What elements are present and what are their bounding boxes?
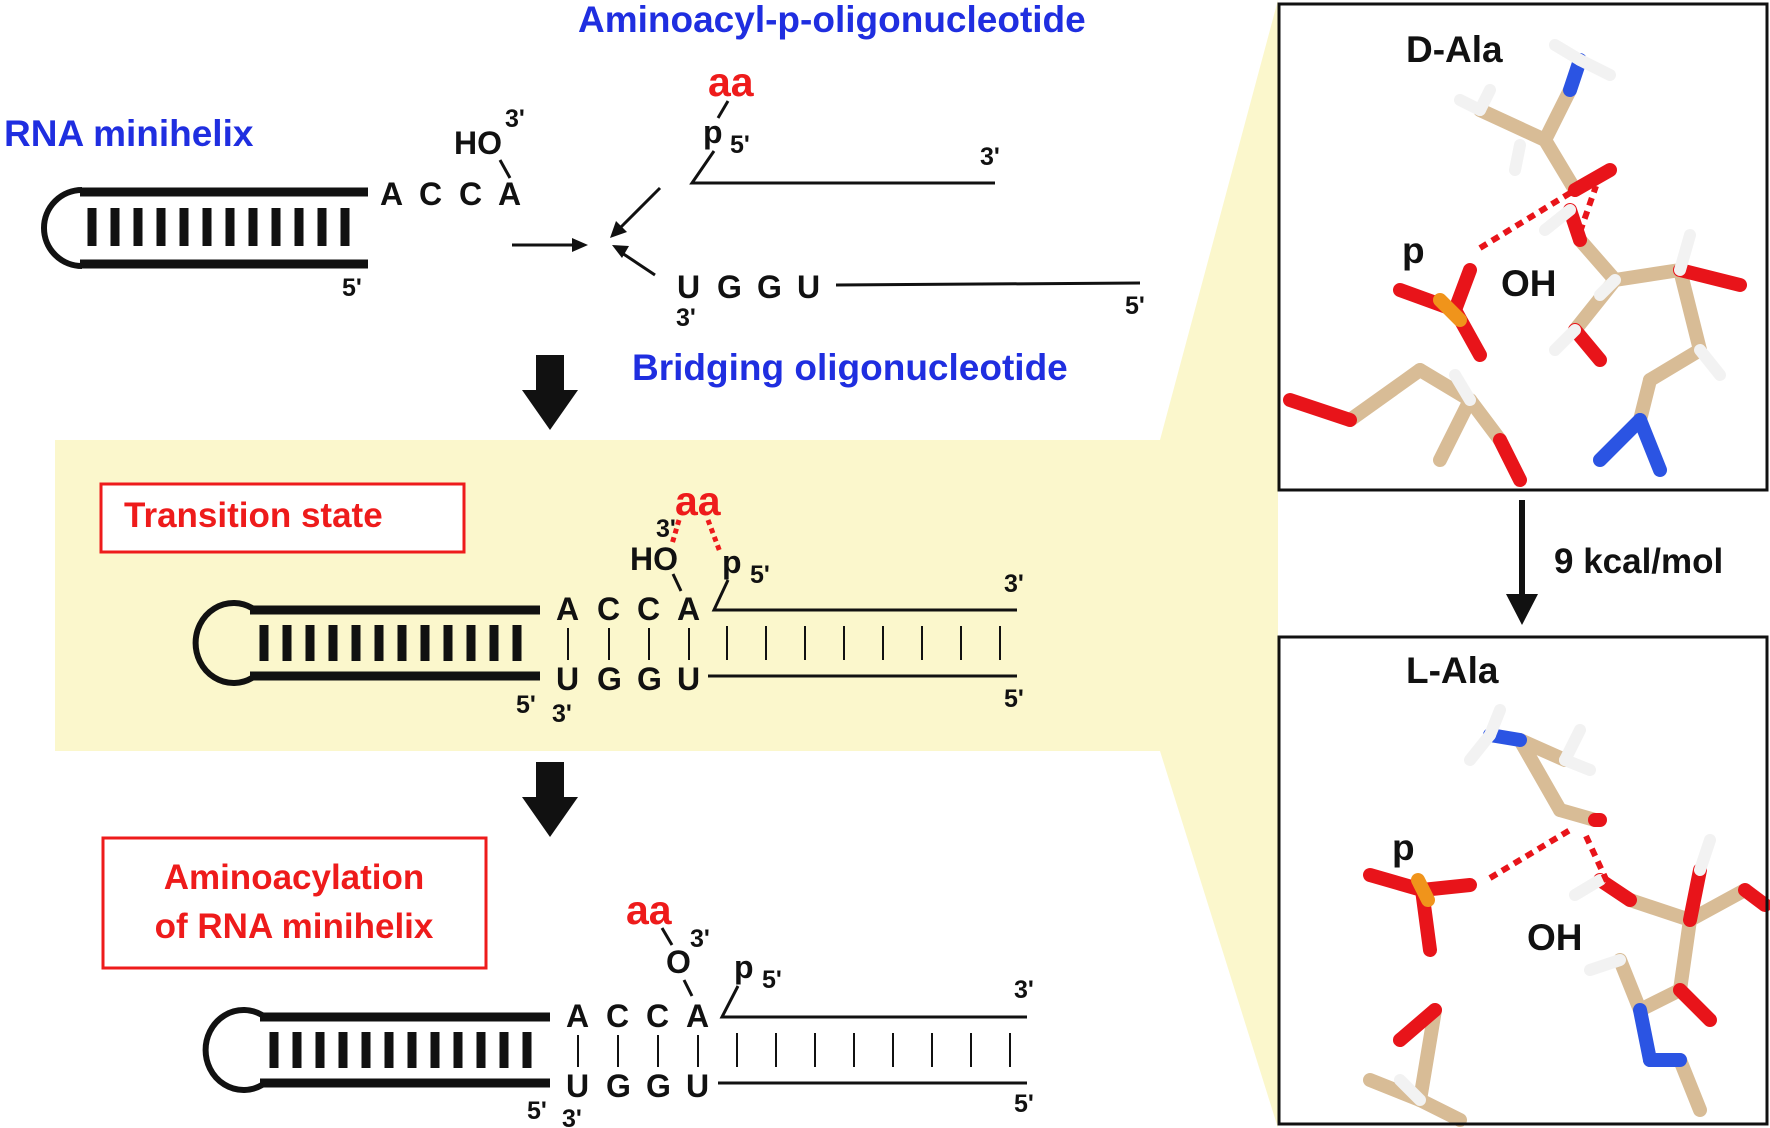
pr-aminoacyl-strand (719, 985, 1027, 1019)
label-energy: 9 kcal/mol (1554, 542, 1723, 581)
label-aminoacylation-2: of RNA minihelix (155, 907, 434, 946)
ts-prime-3-left: 3' (552, 700, 572, 728)
pr-strand-pairs (736, 1033, 1011, 1067)
label-rna-minihelix: RNA minihelix (4, 113, 254, 154)
l-ala-hbond-2 (1583, 834, 1613, 890)
ts-hairpin (192, 600, 540, 686)
pr-nuc-c2: C (646, 998, 669, 1034)
ts-prime-5-right: 5' (1004, 685, 1024, 713)
pr-prime-5-left: 5' (527, 1097, 547, 1125)
ts-nuc-c1: C (597, 591, 620, 627)
nuc-u1-top: U (677, 269, 700, 305)
pr-bond-o-a (682, 979, 694, 997)
product-section: Aminoacylation of RNA minihelix A C C A … (101, 836, 1034, 1128)
pr-nuc-c1: C (606, 998, 629, 1034)
transition-state-highlight (55, 0, 1278, 1128)
pr-prime-3-right: 3' (1014, 976, 1034, 1004)
label-aminoacyl-oligo: Aminoacyl-p-oligonucleotide (578, 0, 1086, 40)
l-ala-panel: L-Ala p OH (1277, 635, 1770, 1127)
ts-nuc-c2: C (637, 591, 660, 627)
p-top: p (703, 114, 723, 150)
nuc-g1-top: G (717, 269, 742, 305)
label-transition-state: Transition state (124, 496, 383, 535)
bond-aa-p-top (716, 100, 730, 119)
pr-nuc-u1: U (566, 1068, 589, 1104)
aminoacylation-box (101, 836, 488, 970)
pr-o: O (666, 944, 691, 980)
d-ala-p: p (1402, 230, 1425, 271)
prime-3-bridging: 3' (676, 304, 696, 332)
pr-prime-3-left: 3' (562, 1105, 582, 1128)
ts-nuc-g1: G (597, 661, 622, 697)
aa-top: aa (708, 59, 755, 105)
pr-nuc-u2: U (686, 1068, 709, 1104)
l-ala-oh: OH (1527, 917, 1583, 958)
pr-nuc-a2: A (686, 998, 709, 1034)
nuc-u2-top: U (797, 269, 820, 305)
product-hairpin (202, 1007, 550, 1093)
l-ala-p: p (1392, 827, 1415, 868)
ts-nuc-a2: A (677, 591, 700, 627)
aminoacyl-strand (689, 150, 995, 185)
d-ala-panel: D-Ala p OH (1277, 2, 1769, 492)
ts-nuc-a1: A (556, 591, 579, 627)
d-ala-oh: OH (1501, 263, 1557, 304)
ts-prime-5-p: 5' (750, 561, 770, 589)
label-bridging-oligo: Bridging oligonucleotide (632, 347, 1068, 388)
ts-dotted-bonds (669, 519, 723, 553)
nuc-a2: A (498, 176, 521, 212)
prime-5-bridging: 5' (1125, 292, 1145, 320)
ts-strand-pairs (726, 626, 1001, 660)
pr-prime-5-p: 5' (762, 966, 782, 994)
pr-prime-3-o: 3' (690, 925, 710, 953)
nuc-c1: C (419, 176, 442, 212)
bridging-strand (835, 281, 1141, 287)
ts-bond-o-a (671, 573, 683, 592)
reactants-section: Aminoacyl-p-oligonucleotide RNA miniheli… (4, 0, 1145, 388)
l-ala-hbond-1 (1488, 827, 1572, 881)
ts-aminoacyl-strand (711, 579, 1017, 612)
ts-prime-3-ho: 3' (656, 515, 676, 543)
nuc-c2: C (459, 176, 482, 212)
label-aminoacylation-1: Aminoacylation (164, 858, 425, 897)
pr-prime-5-right: 5' (1014, 1090, 1034, 1118)
ts-aa: aa (675, 478, 722, 524)
big-arrow-2 (522, 762, 578, 837)
big-arrow-1 (522, 355, 578, 430)
pr-nuc-g2: G (646, 1068, 671, 1104)
d-ala-hbond-1 (1478, 187, 1577, 251)
ts-nuc-u1: U (556, 661, 579, 697)
minihelix-hairpin (41, 187, 368, 269)
ts-p: p (722, 544, 742, 580)
label-d-ala: D-Ala (1406, 29, 1503, 70)
label-l-ala: L-Ala (1406, 650, 1499, 691)
pr-acca-pairs (577, 1035, 699, 1067)
nuc-a1: A (380, 176, 403, 212)
d-ala-model (1283, 39, 1747, 487)
pr-nuc-g1: G (606, 1068, 631, 1104)
pr-p: p (734, 949, 754, 985)
ts-ho: HO (630, 541, 678, 577)
ts-prime-5-left: 5' (516, 691, 536, 719)
ho-top: HO (454, 125, 502, 161)
ts-nuc-g2: G (637, 661, 662, 697)
pr-bond-aa-o (660, 927, 674, 946)
ts-prime-3-right: 3' (1004, 570, 1024, 598)
prime-3-aminoacyl: 3' (980, 143, 1000, 171)
l-ala-model (1363, 704, 1770, 1127)
prime-3-ho-top: 3' (505, 105, 525, 133)
transition-state-box (99, 482, 466, 554)
transition-state-section: Transition state A C C A U G G U 5' (99, 478, 1024, 728)
ts-acca-pairs (567, 628, 690, 660)
prime-5-p-top: 5' (730, 131, 750, 159)
nuc-g2-top: G (757, 269, 782, 305)
bond-o-a (498, 159, 512, 179)
converging-arrows (512, 186, 662, 277)
prime-5-minihelix: 5' (342, 274, 362, 302)
ts-nuc-u2: U (677, 661, 700, 697)
pr-aa: aa (626, 887, 673, 933)
energy-arrow (1506, 500, 1538, 625)
pr-nuc-a1: A (566, 998, 589, 1034)
